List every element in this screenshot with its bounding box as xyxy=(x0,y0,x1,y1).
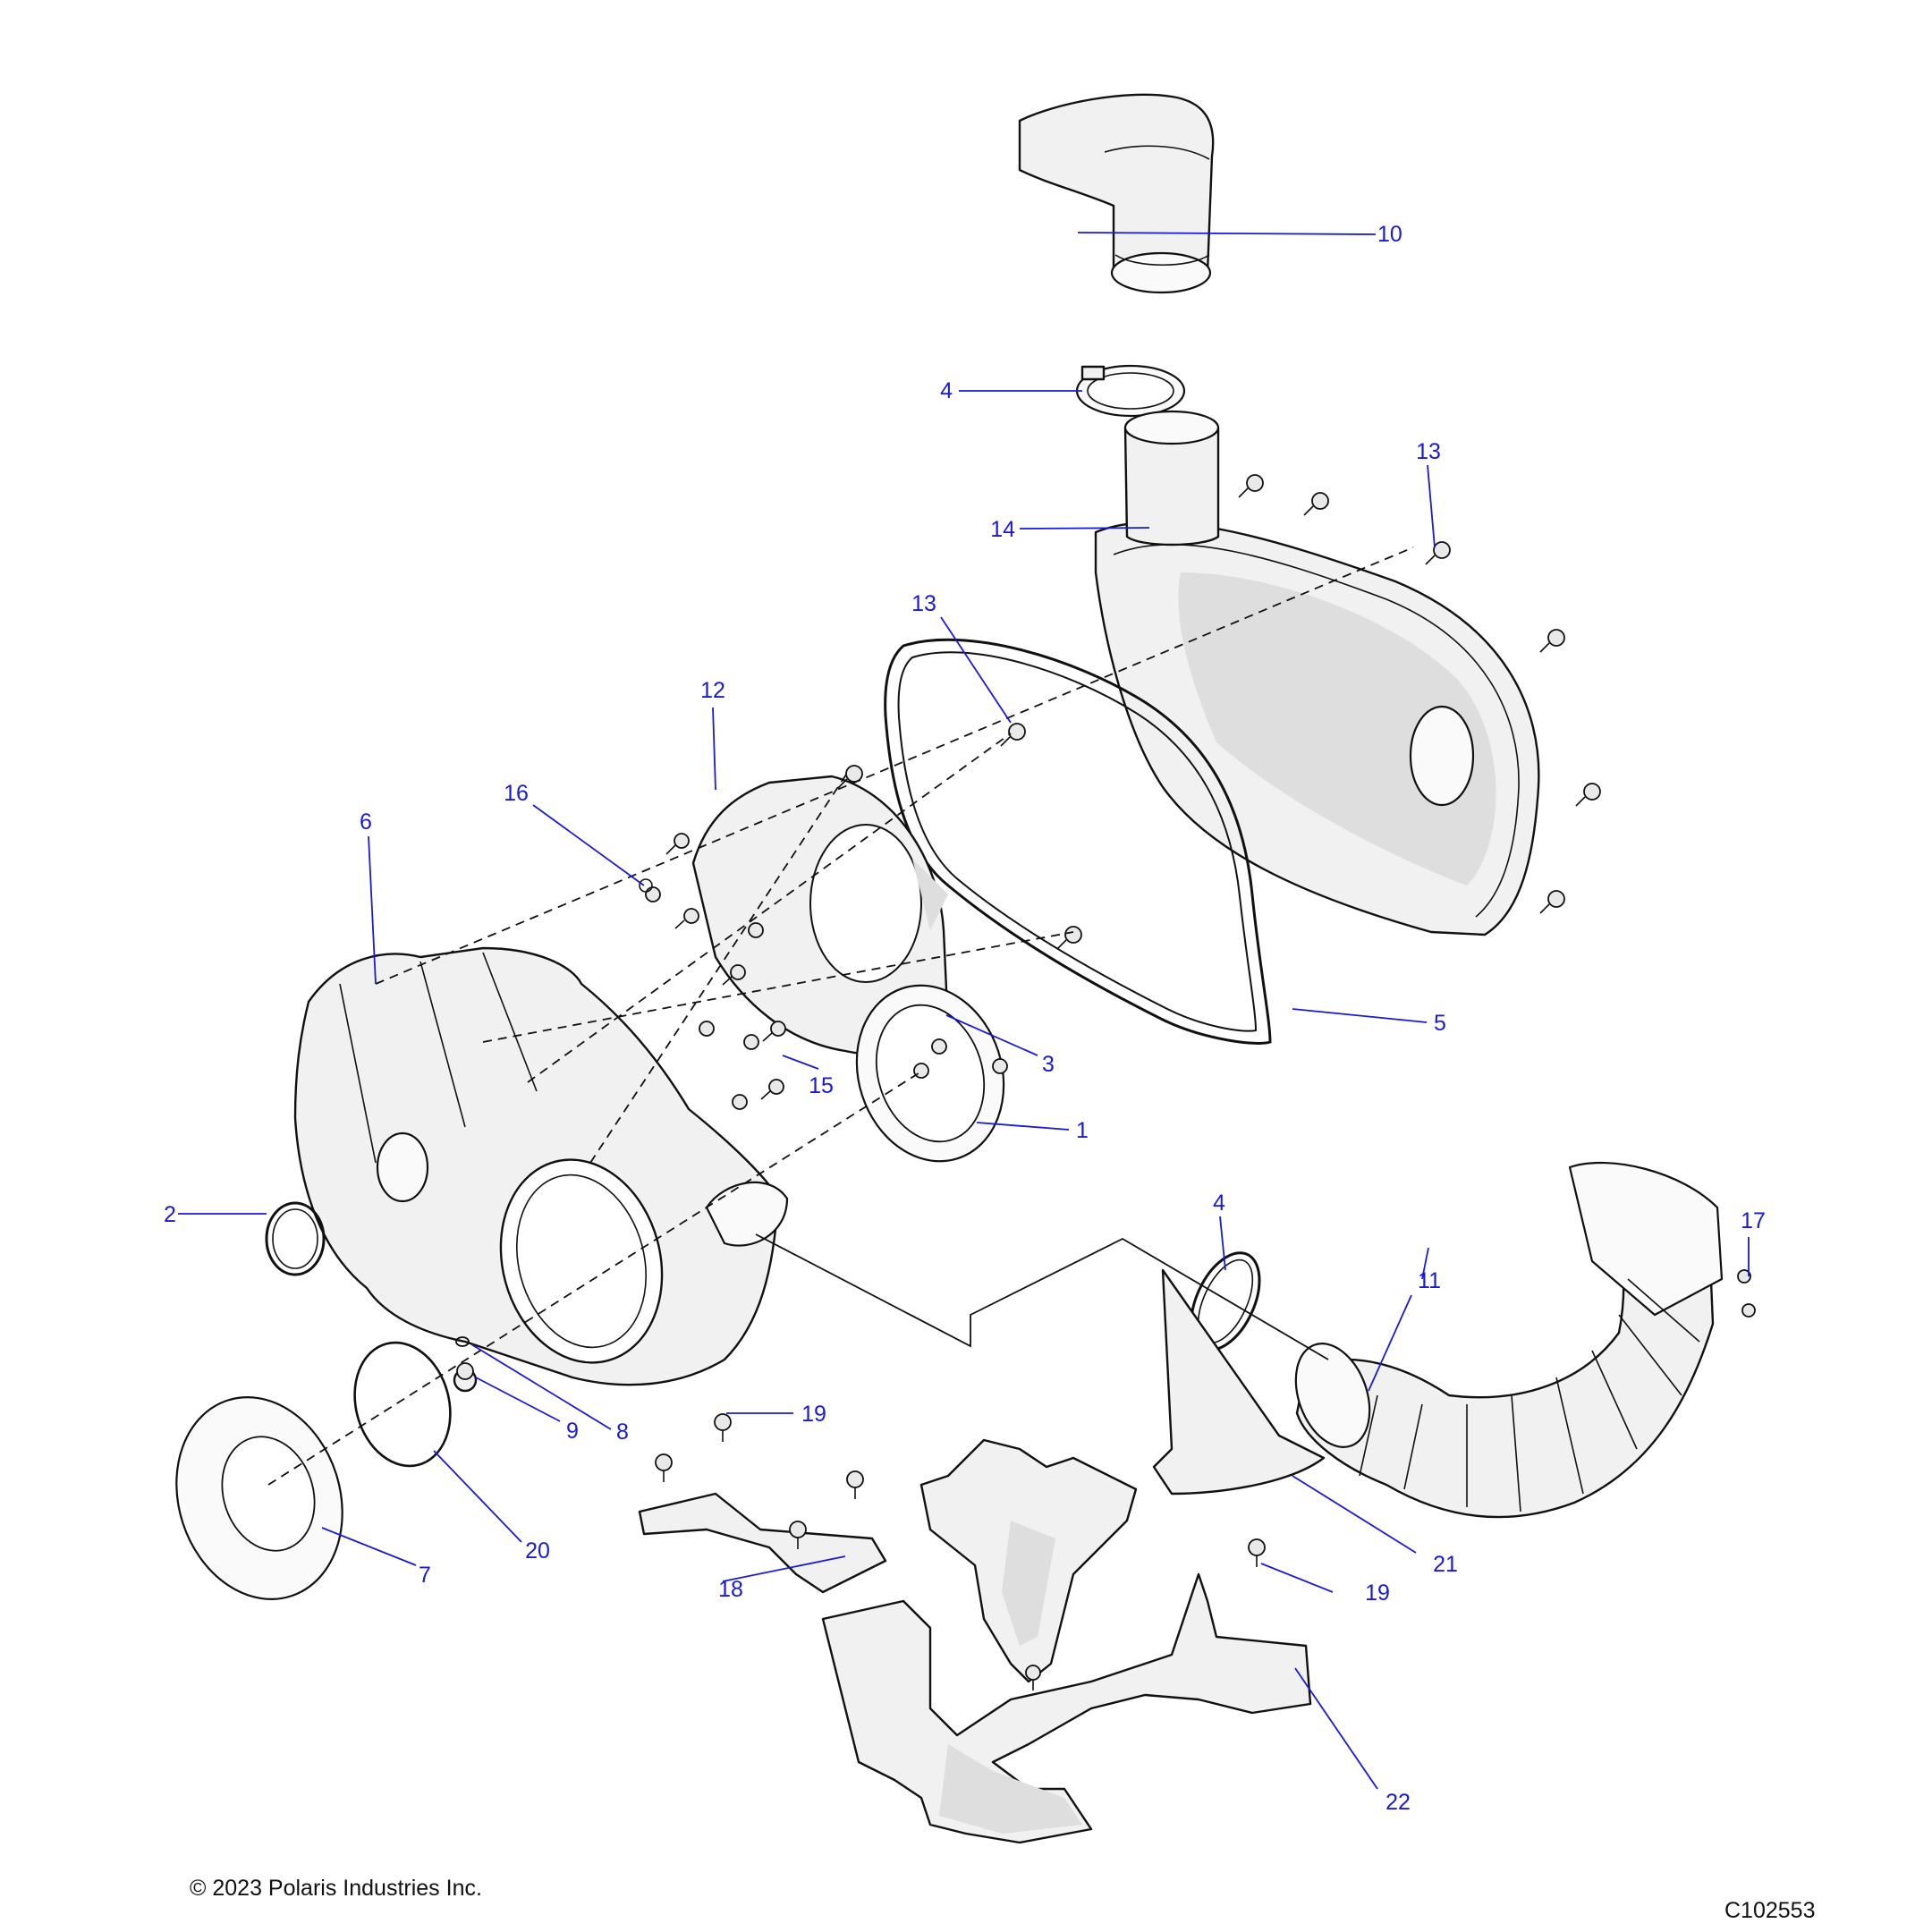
screw-icon[interactable] xyxy=(762,1021,786,1042)
screw-icon[interactable] xyxy=(992,1058,1008,1074)
callout-16[interactable]: 16 xyxy=(504,781,529,806)
screw-icon[interactable] xyxy=(846,1470,864,1499)
o-ring-part-2[interactable] xyxy=(265,1201,326,1276)
callout-11[interactable]: 11 xyxy=(1418,1268,1441,1293)
inner-housing-part-6[interactable] xyxy=(293,946,789,1386)
screw-icon[interactable] xyxy=(1737,1269,1751,1284)
callout-19-lower[interactable]: 19 xyxy=(1365,1580,1390,1606)
ring-plate-part-1[interactable] xyxy=(835,966,1026,1181)
callout-10[interactable]: 10 xyxy=(1377,222,1402,247)
heat-shield-part-22[interactable] xyxy=(821,1572,1312,1844)
callout-7[interactable]: 7 xyxy=(419,1563,431,1588)
routing-line xyxy=(755,1233,1329,1360)
screw-icon[interactable] xyxy=(645,886,661,902)
screw-icon[interactable] xyxy=(1741,1303,1756,1318)
screw-icon[interactable] xyxy=(674,908,699,929)
callout-8[interactable]: 8 xyxy=(616,1419,629,1445)
screw-icon[interactable] xyxy=(1575,783,1601,807)
intake-duct-part-10[interactable] xyxy=(1018,93,1215,294)
callout-17[interactable]: 17 xyxy=(1741,1208,1766,1233)
plug-part-9[interactable] xyxy=(453,1362,478,1393)
screw-icon[interactable] xyxy=(760,1079,784,1100)
screw-icon[interactable] xyxy=(1248,1538,1266,1567)
callout-4-upper[interactable]: 4 xyxy=(940,378,953,403)
callout-13-lower[interactable]: 13 xyxy=(911,591,936,616)
callout-12[interactable]: 12 xyxy=(700,678,725,703)
callout-1[interactable]: 1 xyxy=(1076,1118,1089,1143)
callout-5[interactable]: 5 xyxy=(1434,1011,1446,1036)
callout-labels: 10 4 13 14 13 12 16 6 15 3 5 1 11 4 17 2… xyxy=(164,222,1766,1815)
screw-icon[interactable] xyxy=(665,833,690,855)
copyright-notice: © 2023 Polaris Industries Inc. xyxy=(190,1876,482,1901)
outlet-duct-part-11[interactable] xyxy=(1283,1161,1724,1519)
screw-icon[interactable] xyxy=(743,1034,759,1050)
callout-15[interactable]: 15 xyxy=(809,1073,834,1098)
callout-22[interactable]: 22 xyxy=(1385,1790,1411,1815)
callout-19-upper[interactable]: 19 xyxy=(801,1402,826,1427)
callout-14[interactable]: 14 xyxy=(990,517,1015,542)
hose-clamp-part-4-upper[interactable] xyxy=(1075,364,1186,418)
screw-icon[interactable] xyxy=(1056,926,1082,950)
callout-2[interactable]: 2 xyxy=(164,1202,176,1227)
callout-4-lower[interactable]: 4 xyxy=(1213,1191,1225,1216)
screw-icon[interactable] xyxy=(789,1521,807,1549)
screw-icon[interactable] xyxy=(714,1413,732,1442)
callout-20[interactable]: 20 xyxy=(525,1538,550,1563)
center-bracket[interactable] xyxy=(919,1438,1138,1683)
screw-icon[interactable] xyxy=(748,922,764,938)
screw-icon[interactable] xyxy=(722,964,746,986)
callout-18[interactable]: 18 xyxy=(718,1577,743,1602)
screw-icon[interactable] xyxy=(1000,723,1026,747)
figure-id: C102553 xyxy=(1724,1898,1816,1923)
screw-icon[interactable] xyxy=(1303,492,1329,516)
callout-13-upper[interactable]: 13 xyxy=(1416,439,1441,464)
outer-cover-part-14[interactable] xyxy=(1094,410,1540,936)
callout-3[interactable]: 3 xyxy=(1042,1052,1055,1077)
screw-icon[interactable] xyxy=(1539,629,1565,653)
screw-icon[interactable] xyxy=(1238,474,1264,498)
screw-icon[interactable] xyxy=(655,1453,673,1482)
callout-9[interactable]: 9 xyxy=(566,1419,579,1444)
alignment-axes xyxy=(267,547,1414,1486)
deflector-plate-part-21[interactable] xyxy=(1152,1268,1326,1496)
callout-leaders xyxy=(178,232,1750,1790)
snap-ring-part-20[interactable] xyxy=(342,1332,464,1477)
screw-icon[interactable] xyxy=(1539,890,1565,914)
fan-shroud-part-12[interactable] xyxy=(691,775,950,1056)
callout-21[interactable]: 21 xyxy=(1433,1552,1458,1577)
washer-part-8[interactable] xyxy=(455,1336,470,1347)
gasket-part-5[interactable] xyxy=(884,638,1272,1045)
screw-icon[interactable] xyxy=(931,1038,947,1055)
screw-icon[interactable] xyxy=(1025,1665,1041,1690)
mounting-bracket-part-18[interactable] xyxy=(638,1492,887,1594)
fasteners xyxy=(639,474,1756,1690)
callout-6[interactable]: 6 xyxy=(360,809,372,835)
screw-icon[interactable] xyxy=(732,1094,748,1110)
screw-icon[interactable] xyxy=(699,1021,715,1037)
washer-icon[interactable] xyxy=(639,878,653,893)
screw-icon[interactable] xyxy=(1425,541,1451,565)
outer-cap-part-7[interactable] xyxy=(151,1376,368,1621)
